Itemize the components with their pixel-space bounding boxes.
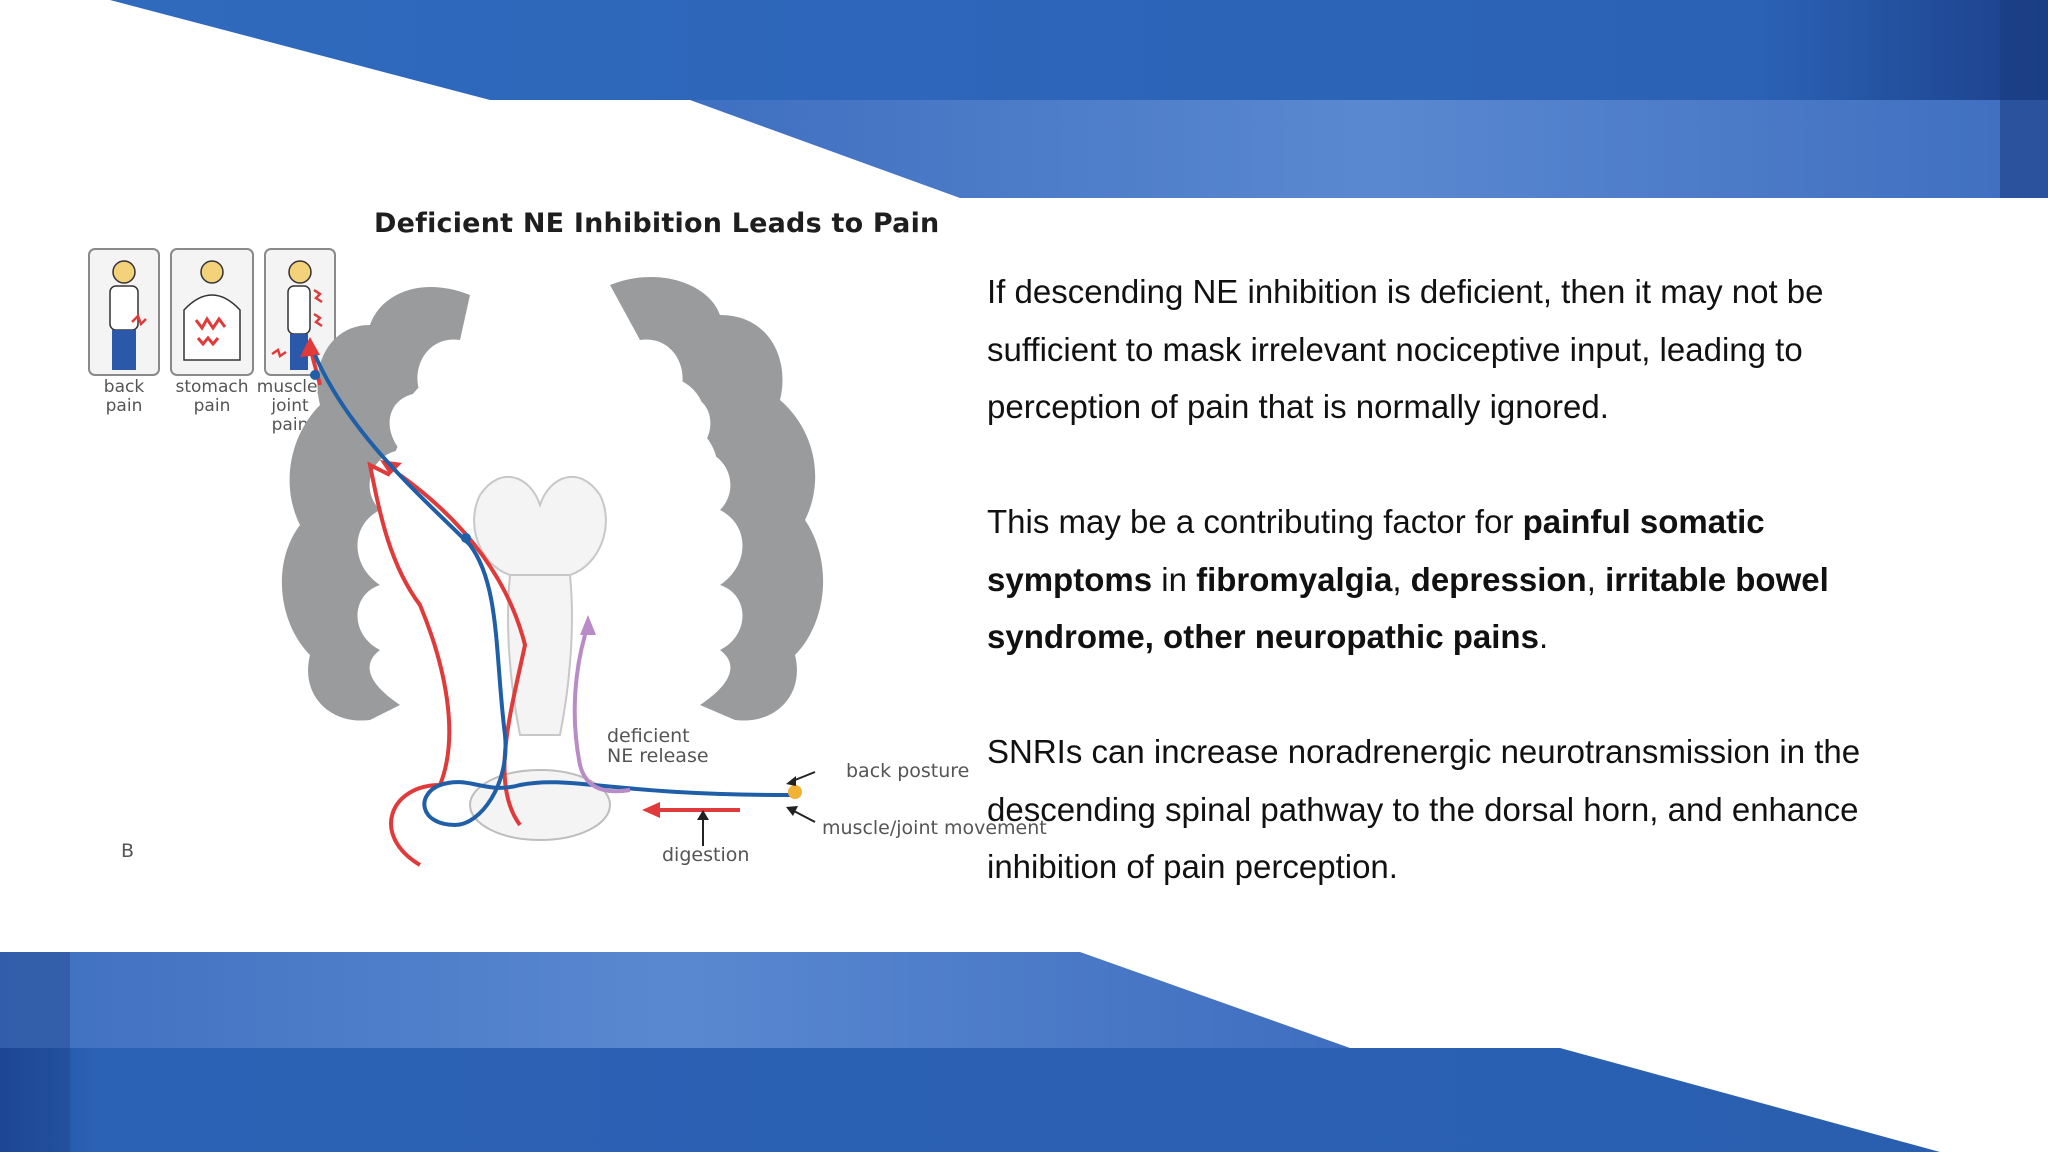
right-cortex-inner (641, 376, 718, 686)
person-muscle-pain-icon (271, 260, 323, 370)
figure-title: Deficient NE Inhibition Leads to Pain (374, 208, 940, 239)
emphasis-painful-somatic: painful somatic symptoms (987, 503, 1765, 598)
panel-label-back: back pain (103, 377, 145, 416)
deficient-ne-release-label: deficient NE release (607, 725, 709, 767)
panel-label-stomach: stomach pain (175, 377, 249, 416)
left-hemisphere (281, 286, 470, 721)
emphasis-ibs: irritable bowel syndrome, other neuropat… (987, 560, 1829, 656)
ne-release-pathway (572, 624, 631, 794)
purple-arrowhead (580, 615, 596, 635)
paragraph-3: SNRIs can increase noradrenergic neurotr… (987, 733, 1861, 885)
emphasis-depression: depression (1410, 560, 1587, 598)
back-posture-receptor (788, 785, 802, 799)
brain-pathway-diagram (281, 276, 824, 867)
ne-terminal-2 (310, 370, 320, 380)
pain-panel-back (88, 248, 160, 376)
panel-label-muscle: muscle/ joint pain (256, 377, 324, 435)
right-hemisphere (610, 276, 824, 721)
thalamus-outline (473, 475, 607, 576)
person-stomach-pain-icon (183, 260, 241, 361)
digestion-label: digestion (662, 844, 750, 866)
emphasis-fibromyalgia: fibromyalgia (1196, 560, 1393, 598)
explanation-text: If descending NE inhibition is deficient… (987, 263, 1907, 953)
paragraph-1: If descending NE inhibition is deficient… (987, 273, 1824, 425)
pain-panel-stomach (170, 248, 254, 376)
paragraph-2: This may be a contributing factor for pa… (987, 503, 1829, 656)
annotation-pointers (786, 771, 816, 823)
ne-terminal-1 (461, 533, 471, 543)
ascending-pathway-1 (367, 461, 452, 867)
ascending-pathway-2 (398, 473, 528, 827)
left-cortex-inner (392, 376, 469, 686)
brainstem-outline (507, 574, 573, 736)
muscle-input-arrowhead (642, 802, 660, 818)
digestion-pointer (697, 810, 709, 846)
figure-corner-label: B (121, 840, 135, 862)
descending-ne-pathway (313, 354, 791, 828)
muscle-joint-movement-label: muscle/joint movement (822, 817, 1047, 839)
back-posture-label: back posture (846, 760, 970, 782)
person-back-pain-icon (109, 260, 147, 370)
